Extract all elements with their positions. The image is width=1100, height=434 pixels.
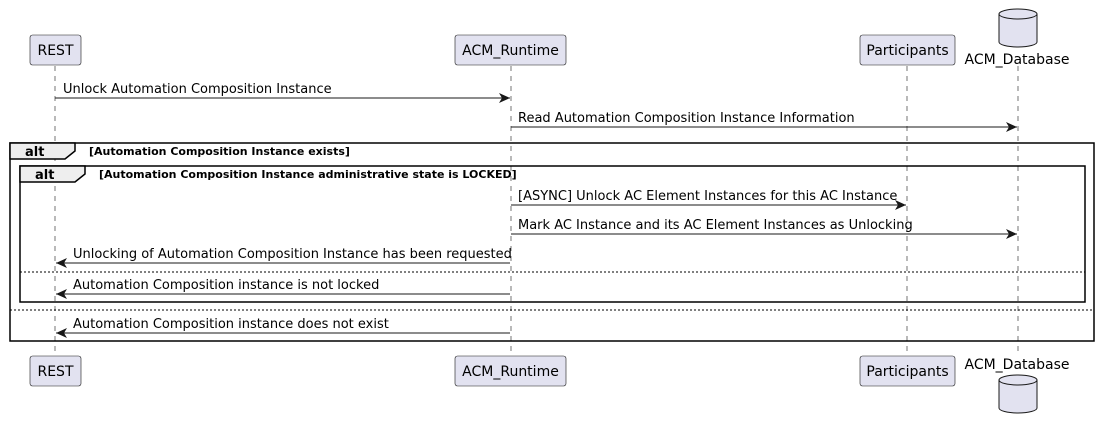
- participant-participants-label: Participants: [866, 364, 948, 380]
- alt-fragment-inner: alt [Automation Composition Instance adm…: [19, 165, 1086, 303]
- message-label: [ASYNC] Unlock AC Element Instances for …: [518, 189, 897, 204]
- message-label: Mark AC Instance and its AC Element Inst…: [518, 218, 913, 233]
- message-label: Automation Composition instance does not…: [73, 317, 389, 332]
- alt-fragment-guard: [Automation Composition Instance adminis…: [99, 168, 517, 181]
- message-unlock-requested-response: Unlocking of Automation Composition Inst…: [56, 247, 512, 268]
- participant-participants-bottom: Participants: [859, 355, 956, 387]
- participant-acm-runtime-top: ACM_Runtime: [454, 34, 567, 66]
- alt-fragment-keyword: alt: [25, 145, 44, 160]
- message-unlock-request: Unlock Automation Composition Instance: [55, 82, 510, 103]
- alt-fragment-guard: [Automation Composition Instance exists]: [89, 145, 350, 158]
- participant-acm-runtime-bottom: ACM_Runtime: [454, 355, 567, 387]
- participant-acm-database-label: ACM_Database: [965, 357, 1070, 373]
- participant-rest-label: REST: [37, 364, 73, 380]
- participant-rest-label: REST: [37, 43, 73, 59]
- alt-fragment-keyword: alt: [35, 168, 54, 183]
- participant-acm-runtime-label: ACM_Runtime: [462, 43, 559, 59]
- message-label: Read Automation Composition Instance Inf…: [518, 111, 855, 126]
- message-async-unlock-elements: [ASYNC] Unlock AC Element Instances for …: [511, 189, 906, 210]
- database-icon: [998, 374, 1038, 414]
- message-label: Unlocking of Automation Composition Inst…: [73, 247, 512, 262]
- message-read-instance: Read Automation Composition Instance Inf…: [511, 111, 1017, 132]
- message-mark-unlocking: Mark AC Instance and its AC Element Inst…: [511, 218, 1017, 239]
- participant-acm-database-top: ACM_Database: [965, 8, 1070, 68]
- message-label: Automation Composition instance is not l…: [73, 278, 379, 293]
- participant-participants-label: Participants: [866, 43, 948, 59]
- alt-fragment-outer: alt [Automation Composition Instance exi…: [9, 142, 1095, 342]
- message-label: Unlock Automation Composition Instance: [63, 82, 332, 97]
- participant-acm-database-bottom: ACM_Database: [965, 357, 1070, 414]
- participant-rest-top: REST: [29, 34, 82, 66]
- participant-acm-runtime-label: ACM_Runtime: [462, 364, 559, 380]
- participant-rest-bottom: REST: [29, 355, 82, 387]
- message-not-locked-response: Automation Composition instance is not l…: [56, 278, 510, 299]
- message-not-exist-response: Automation Composition instance does not…: [56, 317, 510, 338]
- participant-participants-top: Participants: [859, 34, 956, 66]
- database-icon: [998, 8, 1038, 48]
- participant-acm-database-label: ACM_Database: [965, 52, 1070, 68]
